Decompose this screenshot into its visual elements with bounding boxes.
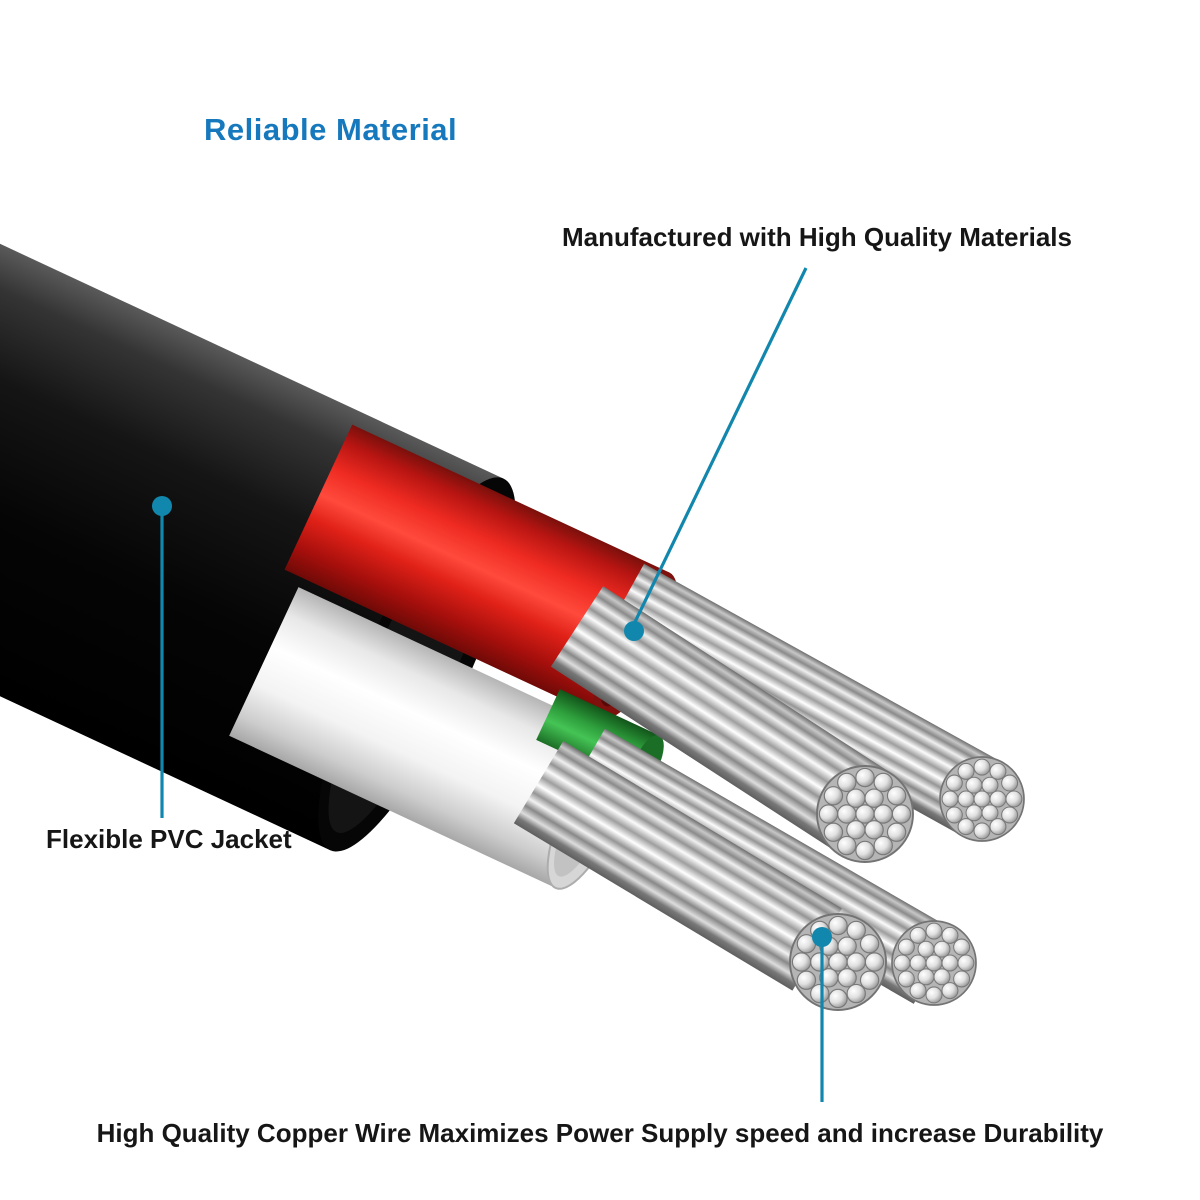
callout-copper bbox=[812, 927, 832, 1102]
callout-dot-copper bbox=[812, 927, 832, 947]
copper-bundle-top-left bbox=[550, 586, 914, 863]
callout-jacket bbox=[152, 496, 172, 818]
callout-label-materials: Manufactured with High Quality Materials bbox=[562, 222, 1072, 252]
callout-label-jacket: Flexible PVC Jacket bbox=[46, 824, 292, 854]
callout-dot-jacket bbox=[152, 496, 172, 516]
callout-dot-materials bbox=[624, 621, 644, 641]
page-title: Reliable Material bbox=[204, 112, 458, 147]
callout-label-copper: High Quality Copper Wire Maximizes Power… bbox=[96, 1118, 1104, 1148]
copper-bundle-bottom-left bbox=[513, 740, 887, 1011]
copper-bundle-top-right bbox=[603, 563, 1025, 842]
callout-materials bbox=[624, 267, 808, 641]
